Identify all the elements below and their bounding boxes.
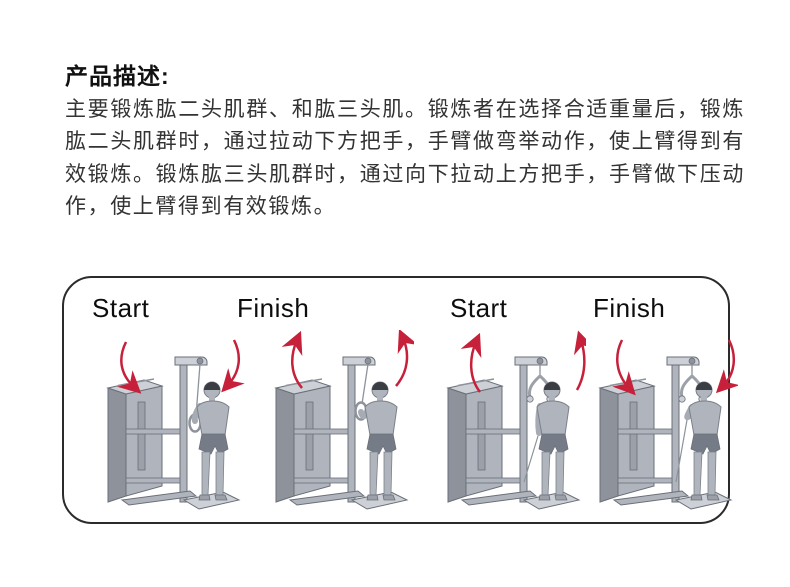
illustration-triceps-finish [588,330,738,520]
machine-person-drawing [446,330,586,510]
motion-arrow-up-icon [573,330,586,391]
cable [361,363,369,405]
frame-post [617,356,700,503]
figure-label-start-1: Start [92,293,150,323]
figure-label-start-2: Start [450,293,508,323]
figure-label-finish-1: Finish [237,293,310,323]
frame-post [125,356,208,503]
illustration-biceps-start [96,330,246,520]
person-back-view [191,381,230,501]
page-title: 产品描述: [65,63,170,89]
cable [523,435,539,483]
motion-arrow-down-icon [221,339,245,393]
illustration-biceps-finish [264,330,414,520]
machine-person-drawing [274,330,414,510]
weight-tower [274,378,332,503]
weight-tower [598,378,656,503]
motion-arrow-up-icon [281,330,303,389]
machine-person-drawing [106,339,245,510]
illustration-triceps-start [436,330,586,520]
frame-post [293,356,376,503]
person-back-view [358,381,398,501]
weight-tower [106,378,164,503]
motion-arrow-down-icon [612,339,636,396]
person-back-view [535,381,570,501]
motion-arrow-down-icon [715,339,738,394]
cable [675,419,688,483]
exercise-diagram-panel: Start Finish Start Finish [62,276,738,524]
description-text: 主要锻炼肱二头肌群、和肱三头肌。锻炼者在选择合适重量后，锻炼肱二头肌群时，通过拉… [65,98,745,219]
motion-arrow-up-icon [460,332,482,393]
machine-person-drawing [598,339,738,510]
figure-label-finish-2: Finish [593,293,666,323]
motion-arrow-up-icon [395,330,414,387]
weight-tower [446,378,504,503]
frame-post [465,356,548,503]
motion-arrow-down-icon [117,341,142,394]
person-back-view [684,381,722,501]
